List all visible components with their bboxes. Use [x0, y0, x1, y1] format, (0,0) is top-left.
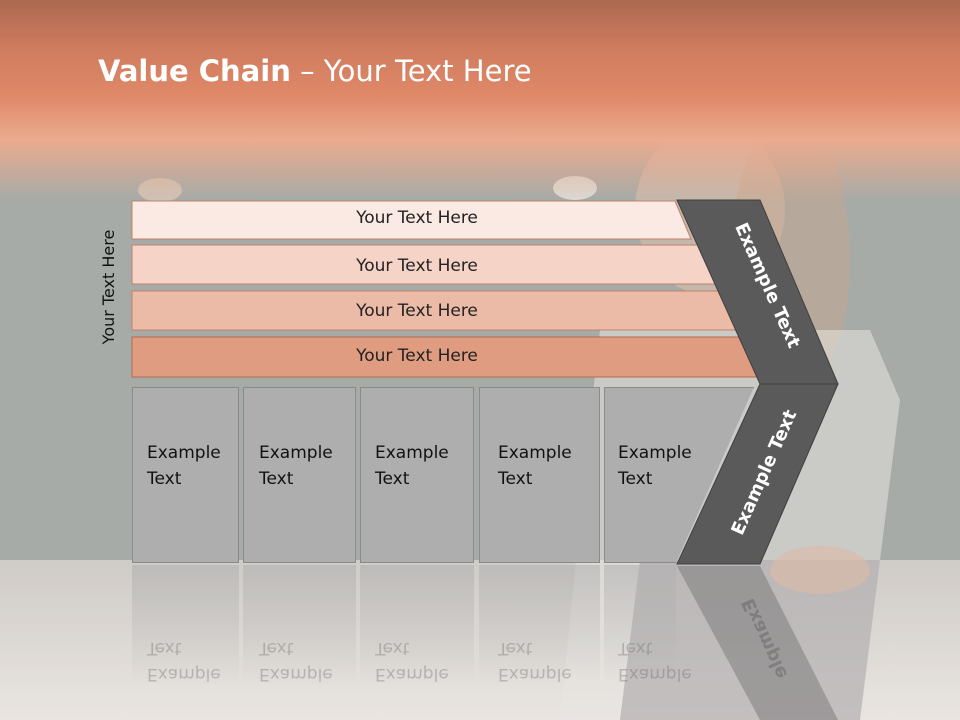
- cell-5-reflection: [604, 565, 676, 685]
- cell-1-text: Example Text: [147, 443, 221, 489]
- cell-4: [479, 387, 600, 563]
- cell-2-text: Example Text: [259, 443, 333, 489]
- cell-1-reflection-text: Example Text: [147, 638, 221, 684]
- cell-2-reflection: [243, 565, 356, 685]
- cell-5-text: Example Text: [618, 443, 692, 489]
- cell-4-text: Example Text: [498, 443, 572, 489]
- bar-1-label: Your Text Here: [356, 208, 478, 228]
- cell-2-reflection-text: Example Text: [259, 638, 333, 684]
- cell-3-reflection: [360, 565, 474, 685]
- cell-2: [243, 387, 356, 563]
- slide-title: Value Chain – Your Text Here: [98, 54, 532, 88]
- title-rest: – Your Text Here: [290, 54, 532, 88]
- chevron-reflection: [677, 566, 838, 720]
- bar-3-label: Your Text Here: [356, 301, 478, 321]
- y-axis-label: Your Text Here: [99, 229, 118, 345]
- cell-3-reflection-text: Example Text: [375, 638, 449, 684]
- cell-1: [132, 387, 239, 563]
- bar-4-label: Your Text Here: [356, 346, 478, 366]
- title-bold: Value Chain: [98, 54, 291, 88]
- cell-3-text: Example Text: [375, 443, 449, 489]
- bar-1: [131, 200, 692, 240]
- bar-2-label: Your Text Here: [356, 256, 478, 276]
- cell-5-reflection-text: Example Text: [618, 638, 692, 684]
- cell-4-reflection-text: Example Text: [498, 638, 572, 684]
- cell-3: [360, 387, 474, 563]
- cell-4-reflection: [479, 565, 600, 685]
- chevron-lower: [676, 383, 839, 565]
- cell-1-reflection: [132, 565, 239, 685]
